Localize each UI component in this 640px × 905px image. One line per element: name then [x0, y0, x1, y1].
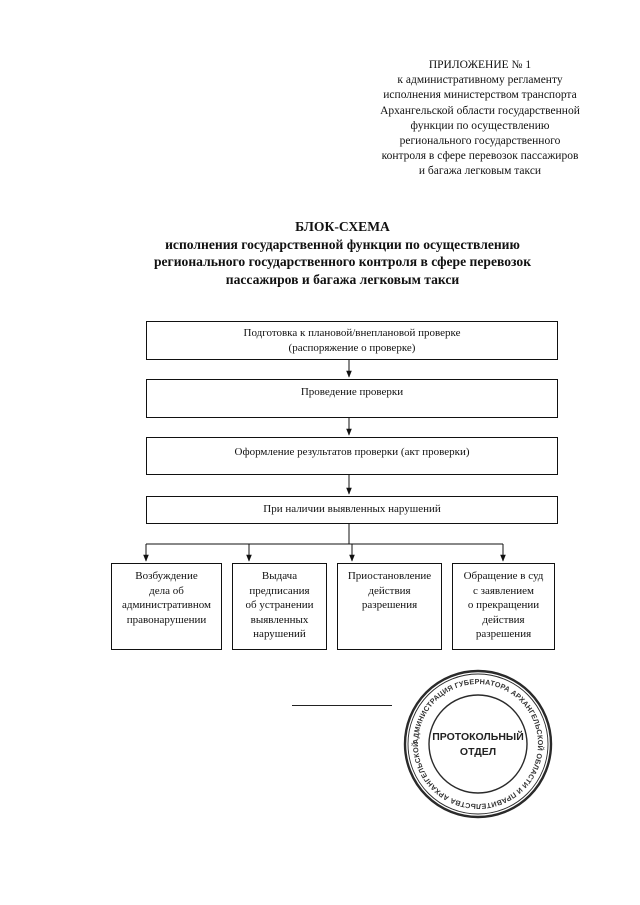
- box-text: действия: [482, 613, 525, 626]
- box-text: дела об: [149, 584, 184, 597]
- box-text: При наличии выявленных нарушений: [263, 503, 441, 515]
- step-results-box: Оформление результатов проверки (акт про…: [146, 437, 558, 475]
- title-line: исполнения государственной функции по ос…: [165, 236, 520, 252]
- box-text: административном: [121, 599, 212, 611]
- title-line: пассажиров и багажа легковым такси: [225, 271, 460, 287]
- appendix-line: регионального государственного: [399, 135, 561, 148]
- step-preparation-box: Подготовка к плановой/внеплановой провер…: [146, 321, 558, 360]
- title-line: регионального государственного контроля …: [153, 254, 532, 269]
- document-title: БЛОК-СХЕМА исполнения государственной фу…: [90, 218, 595, 288]
- appendix-line: Архангельской области государственной: [380, 104, 580, 117]
- appendix-line: исполнения министерством транспорта: [383, 89, 577, 102]
- outcome-order-box: Выдача предписания об устранении выявлен…: [232, 563, 327, 650]
- outcome-court-box: Обращение в суд с заявлением о прекращен…: [452, 563, 555, 650]
- box-text: Возбуждение: [135, 570, 198, 582]
- stamp-center-line: ПРОТОКОЛЬНЫЙ: [432, 730, 524, 743]
- appendix-line: к административному регламенту: [397, 74, 563, 87]
- stamp-center-line: ОТДЕЛ: [460, 746, 496, 758]
- box-text: Подготовка к плановой/внеплановой провер…: [243, 327, 461, 339]
- box-text: нарушений: [253, 628, 306, 640]
- outcome-administrative-case-box: Возбуждение дела об административном пра…: [111, 563, 222, 650]
- box-text: об устранении: [245, 599, 314, 611]
- appendix-header: ПРИЛОЖЕНИЕ № 1 к административному регла…: [345, 58, 615, 180]
- box-text: Приостановление: [347, 570, 432, 582]
- box-text: предписания: [249, 584, 310, 597]
- box-text: действия: [368, 584, 411, 597]
- appendix-line: контроля в сфере перевозок пассажиров: [381, 150, 579, 163]
- step-inspection-box: Проведение проверки: [146, 379, 558, 418]
- box-text: разрешения: [475, 628, 532, 640]
- outcome-suspension-box: Приостановление действия разрешения: [337, 563, 442, 650]
- appendix-line: ПРИЛОЖЕНИЕ № 1: [428, 59, 532, 71]
- step-violations-box: При наличии выявленных нарушений: [146, 496, 558, 524]
- box-text: Проведение проверки: [300, 386, 404, 398]
- box-text: Выдача: [261, 570, 298, 582]
- official-stamp: АДМИНИСТРАЦИЯ ГУБЕРНАТОРА АРХАНГЕЛЬСКОЙ …: [402, 668, 553, 819]
- signature-line: [292, 705, 392, 706]
- box-text: Оформление результатов проверки (акт про…: [234, 446, 470, 458]
- box-text: разрешения: [361, 599, 418, 611]
- title-line: БЛОК-СХЕМА: [295, 219, 390, 234]
- box-text: (распоряжение о проверке): [288, 341, 416, 354]
- box-text: правонарушении: [126, 613, 207, 626]
- appendix-line: функции по осуществлению: [410, 119, 550, 132]
- box-text: с заявлением: [473, 584, 534, 597]
- box-text: о прекращении: [467, 599, 540, 611]
- box-text: Обращение в суд: [463, 570, 544, 582]
- appendix-line: и багажа легковым такси: [418, 165, 542, 178]
- box-text: выявленных: [250, 613, 309, 626]
